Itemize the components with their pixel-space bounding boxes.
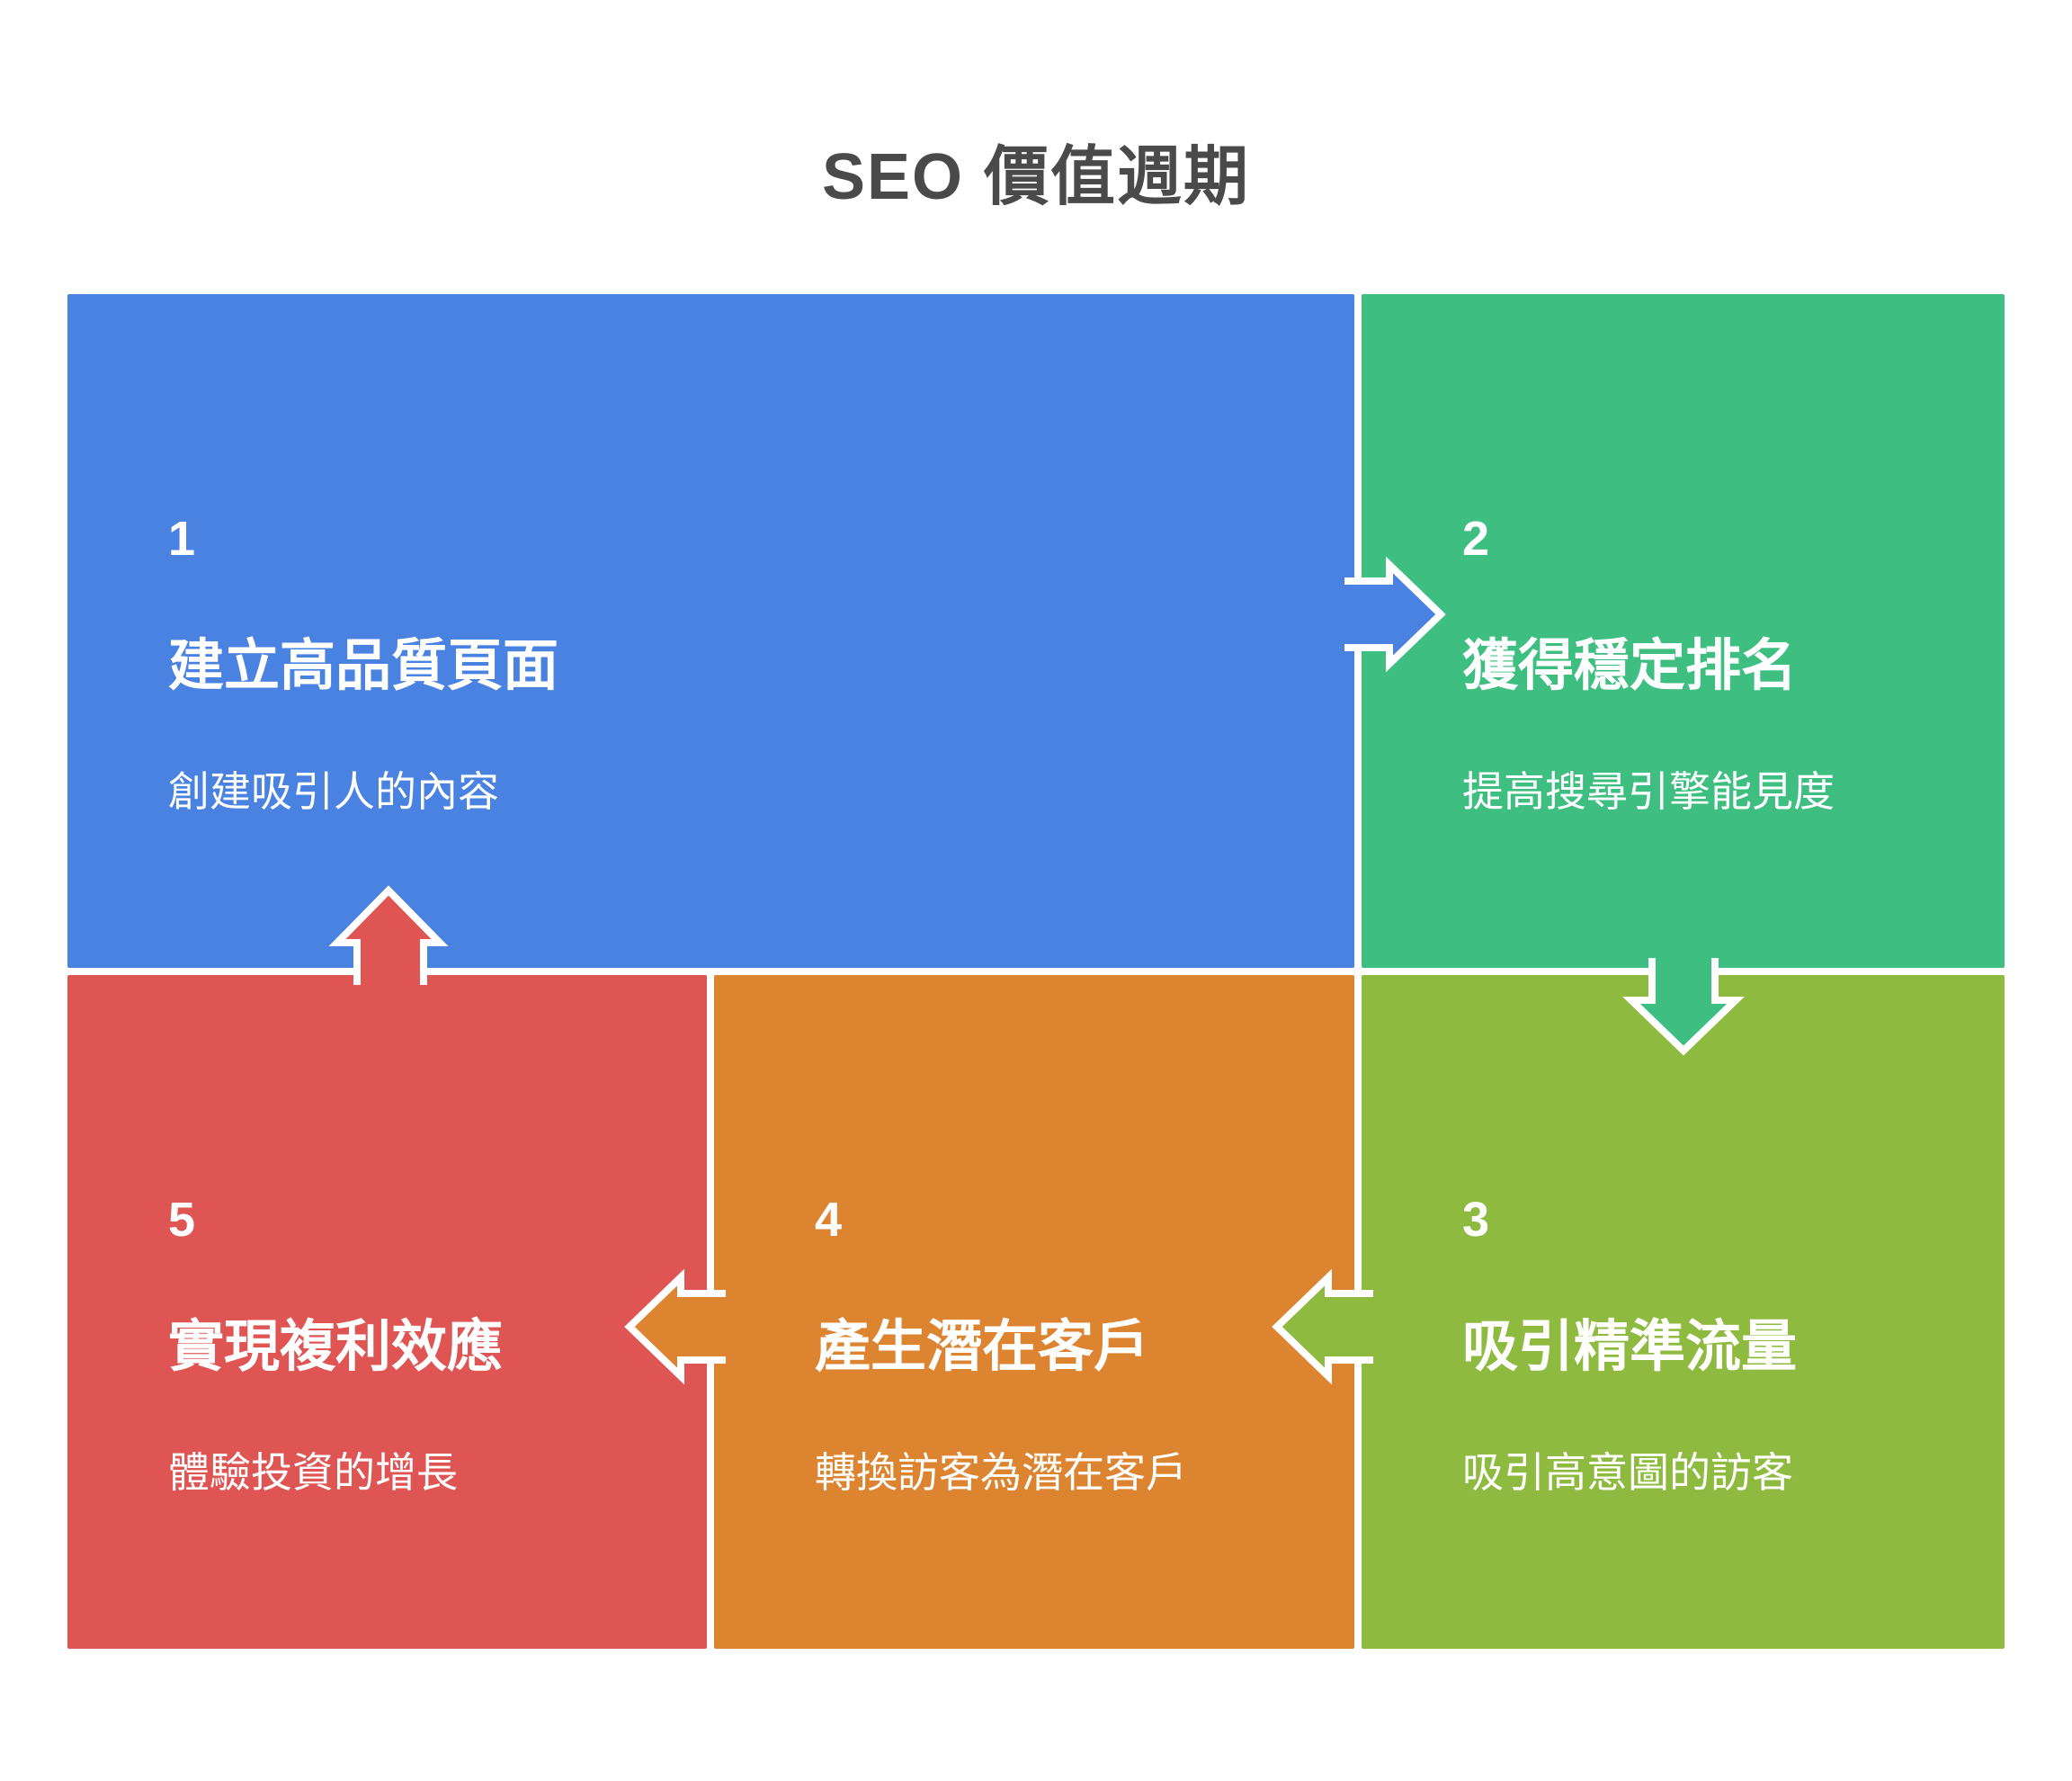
step-3-number: 3 [1462,1193,1490,1247]
arrow-step3-to-step4-left-icon [1272,1268,1373,1385]
step-2-heading: 獲得穩定排名 [1462,635,1798,697]
step-4-heading: 產生潛在客戶 [815,1316,1150,1378]
step-block-3: 3 吸引精準流量 吸引高意圖的訪客 [1362,975,2005,1649]
step-block-5: 5 實現複利效應 體驗投資的增長 [67,975,707,1649]
arrow-step1-to-step2-right-icon [1344,556,1446,673]
page-title: SEO 價值週期 [821,141,1251,213]
step-1-subtitle: 創建吸引人的內容 [168,768,499,815]
step-block-4: 4 產生潛在客戶 轉換訪客為潛在客戶 [714,975,1354,1649]
step-5-heading: 實現複利效應 [168,1316,504,1378]
arrow-step5-to-step1-up-icon [328,885,449,985]
step-4-subtitle: 轉換訪客為潛在客戶 [815,1449,1187,1496]
step-5-subtitle: 體驗投資的增長 [168,1449,458,1496]
step-block-1: 1 建立高品質頁面 創建吸引人的內容 [67,294,1354,968]
step-3-heading: 吸引精準流量 [1462,1316,1798,1378]
step-2-subtitle: 提高搜尋引擎能見度 [1462,768,1835,815]
step-1-number: 1 [168,512,196,566]
step-block-2: 2 獲得穩定排名 提高搜尋引擎能見度 [1362,294,2005,968]
step-3-subtitle: 吸引高意圖的訪客 [1462,1449,1793,1496]
arrow-step2-to-step3-down-icon [1622,958,1745,1056]
step-5-number: 5 [168,1193,196,1247]
arrow-step4-to-step5-left-icon [624,1268,726,1385]
step-4-number: 4 [815,1193,843,1247]
step-1-heading: 建立高品質頁面 [168,635,559,697]
step-2-number: 2 [1462,512,1490,566]
